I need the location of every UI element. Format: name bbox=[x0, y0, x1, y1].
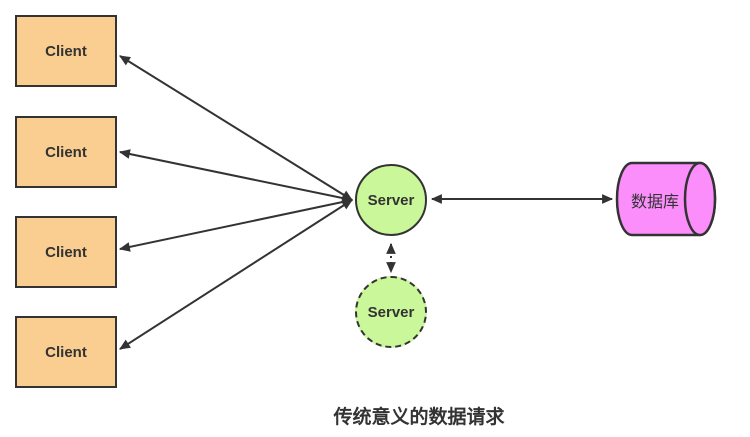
client-node: Client bbox=[15, 116, 117, 188]
edge-client2-server bbox=[118, 149, 354, 203]
database-label: 数据库 bbox=[630, 194, 680, 211]
database-cylinder-cap bbox=[683, 161, 717, 237]
client-node: Client bbox=[15, 316, 117, 388]
server-backup-label: Server bbox=[367, 303, 415, 321]
database-node bbox=[615, 161, 717, 237]
diagram-caption: 传统意义的数据请求 bbox=[333, 407, 505, 428]
client-node-label: Client bbox=[45, 343, 87, 361]
edge-client4-server bbox=[119, 199, 353, 350]
server-backup-node: Server bbox=[355, 276, 427, 348]
client-node: Client bbox=[15, 216, 117, 288]
client-node-label: Client bbox=[45, 143, 87, 161]
client-node: Client bbox=[15, 15, 117, 87]
server-main-label: Server bbox=[367, 191, 415, 209]
edge-client1-server bbox=[119, 55, 353, 201]
client-node-label: Client bbox=[45, 243, 87, 261]
edge-client3-server bbox=[118, 197, 354, 252]
server-main-node: Server bbox=[355, 164, 427, 236]
client-node-label: Client bbox=[45, 42, 87, 60]
